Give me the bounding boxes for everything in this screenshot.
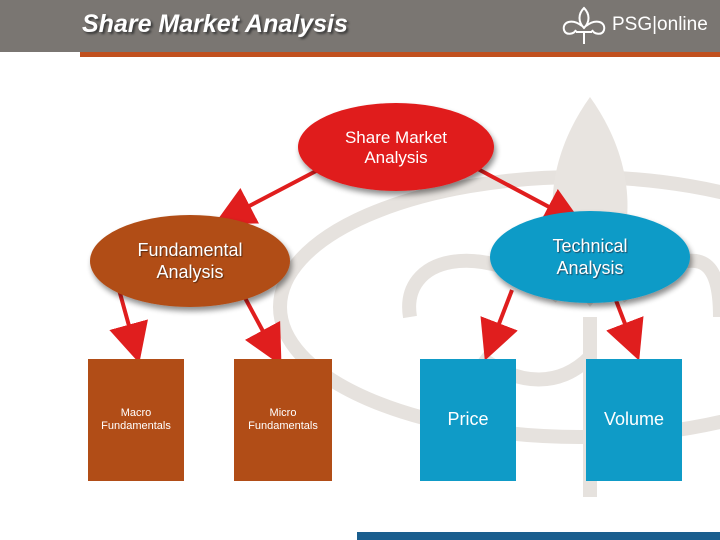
footer-accent-bar bbox=[357, 532, 720, 540]
root-node-label: Share Market Analysis bbox=[344, 127, 448, 167]
arrow-root-to-fundamental bbox=[214, 168, 319, 225]
logo-text: PSG|online bbox=[612, 14, 708, 35]
psg-logo: PSG|online bbox=[556, 4, 716, 48]
fleur-de-lis-icon bbox=[562, 6, 606, 44]
root-node bbox=[298, 103, 494, 191]
slide-title: Share Market Analysis bbox=[82, 10, 348, 38]
fundamental-node bbox=[90, 215, 290, 307]
technical-node-label: Technical Analysis bbox=[552, 236, 628, 278]
arrow-fundamental-to-micro bbox=[242, 295, 282, 366]
arrow-technical-to-price bbox=[480, 289, 518, 361]
header-bar bbox=[0, 0, 720, 52]
technical-node bbox=[490, 211, 690, 303]
fundamental-node-label: Fundamental Analysis bbox=[137, 240, 243, 282]
price-box: Price bbox=[420, 359, 516, 481]
micro-fundamentals-box: Micro Fundamentals bbox=[234, 359, 332, 481]
arrow-root-to-technical bbox=[475, 166, 584, 226]
header-accent-line bbox=[80, 52, 720, 57]
volume-box: Volume bbox=[586, 359, 682, 481]
arrow-fundamental-to-macro bbox=[109, 285, 148, 364]
macro-fundamentals-box: Macro Fundamentals bbox=[88, 359, 184, 481]
